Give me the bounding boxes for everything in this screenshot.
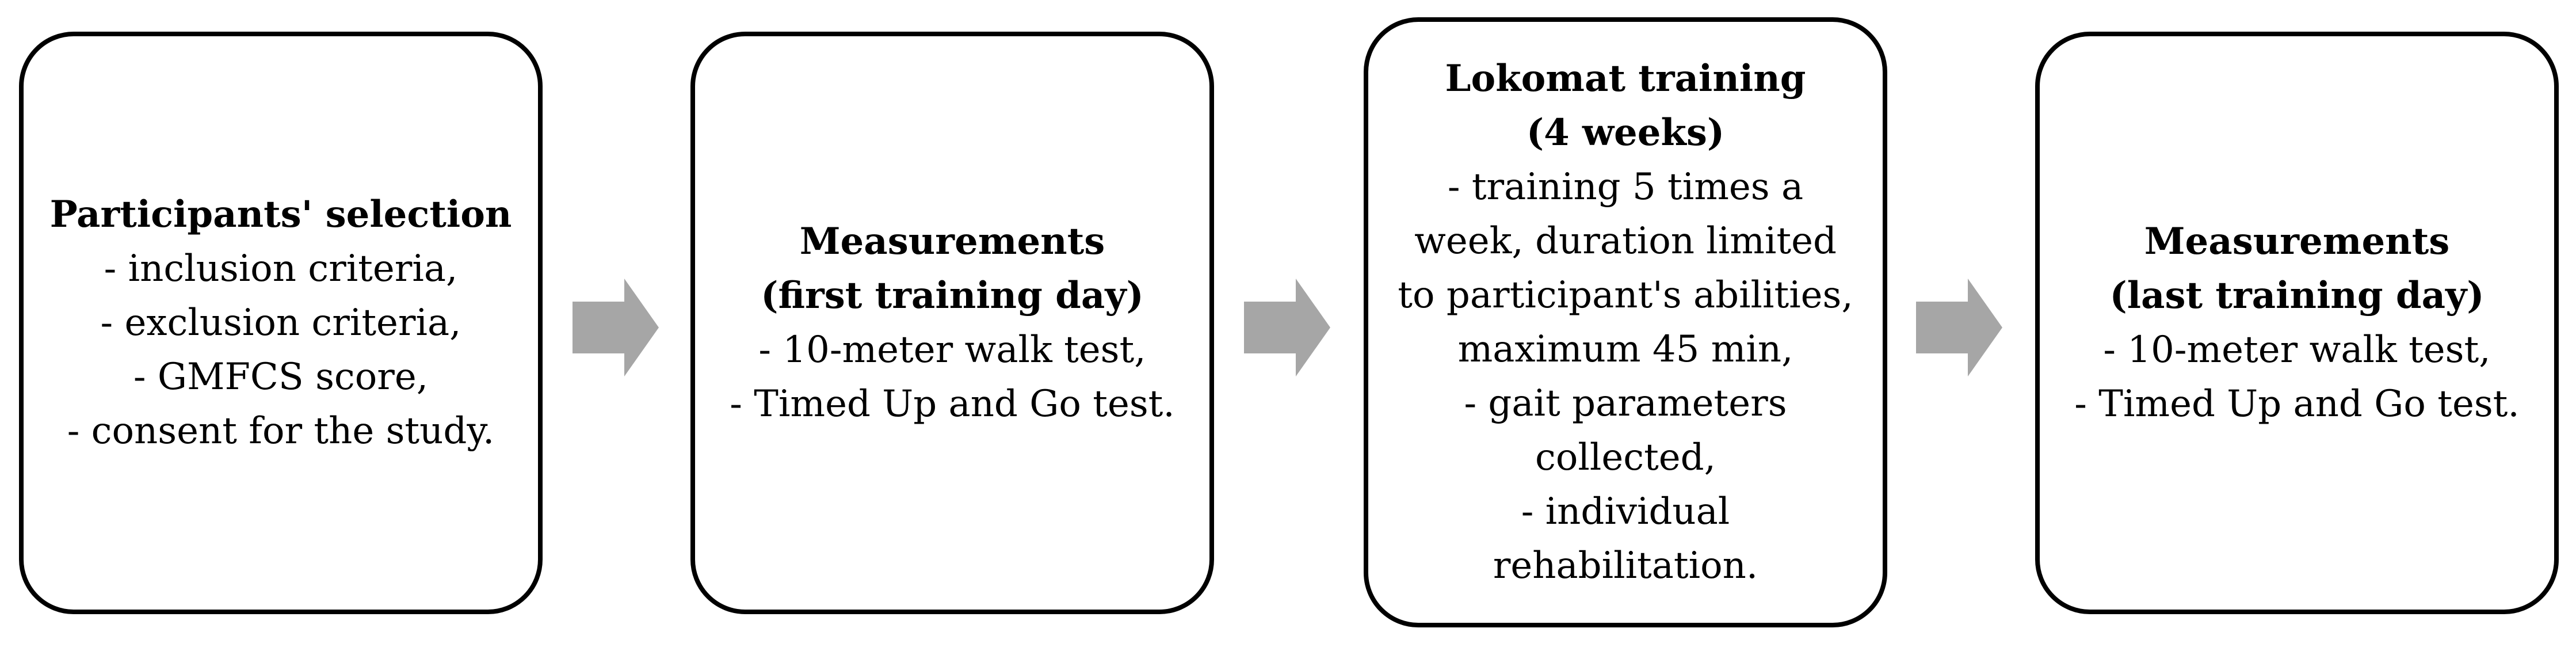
step-title: (last training day) (2109, 274, 2485, 317)
step-detail: collected, (1535, 436, 1716, 479)
step-box-measurements-first-day: Measurements (first training day) - 10-m… (690, 32, 1214, 614)
step-detail: - gait parameters (1464, 382, 1787, 425)
step-box-participants-selection: Participants' selection - inclusion crit… (19, 32, 543, 614)
step-detail: - exclusion criteria, (100, 302, 461, 344)
step-title: (4 weeks) (1526, 111, 1725, 154)
step-detail: - 10-meter walk test, (2103, 329, 2491, 371)
right-arrow-icon (1916, 279, 2002, 376)
step-detail: - inclusion criteria, (104, 248, 458, 290)
step-title: (first training day) (761, 274, 1144, 317)
right-arrow-icon (1244, 279, 1330, 376)
step-box-lokomat-training: Lokomat training (4 weeks) - training 5 … (1364, 17, 1887, 627)
right-arrow-icon (573, 279, 659, 376)
step-detail: rehabilitation. (1493, 545, 1758, 587)
step-title: Measurements (2144, 220, 2450, 263)
step-title: Participants' selection (49, 193, 512, 236)
step-detail: - 10-meter walk test, (758, 329, 1146, 371)
step-detail: - individual (1521, 490, 1730, 533)
step-title: Measurements (799, 220, 1105, 263)
step-detail: - GMFCS score, (133, 356, 429, 398)
step-detail: - Timed Up and Go test. (730, 383, 1175, 425)
step-detail: - consent for the study. (67, 410, 495, 452)
step-detail: week, duration limited (1414, 220, 1837, 262)
step-detail: - Timed Up and Go test. (2074, 383, 2520, 425)
step-detail: maximum 45 min, (1457, 328, 1793, 371)
step-detail: - training 5 times a (1447, 166, 1804, 208)
step-box-measurements-last-day: Measurements (last training day) - 10-me… (2035, 32, 2559, 614)
step-title: Lokomat training (1445, 57, 1806, 100)
step-detail: to participant's abilities, (1398, 274, 1853, 317)
